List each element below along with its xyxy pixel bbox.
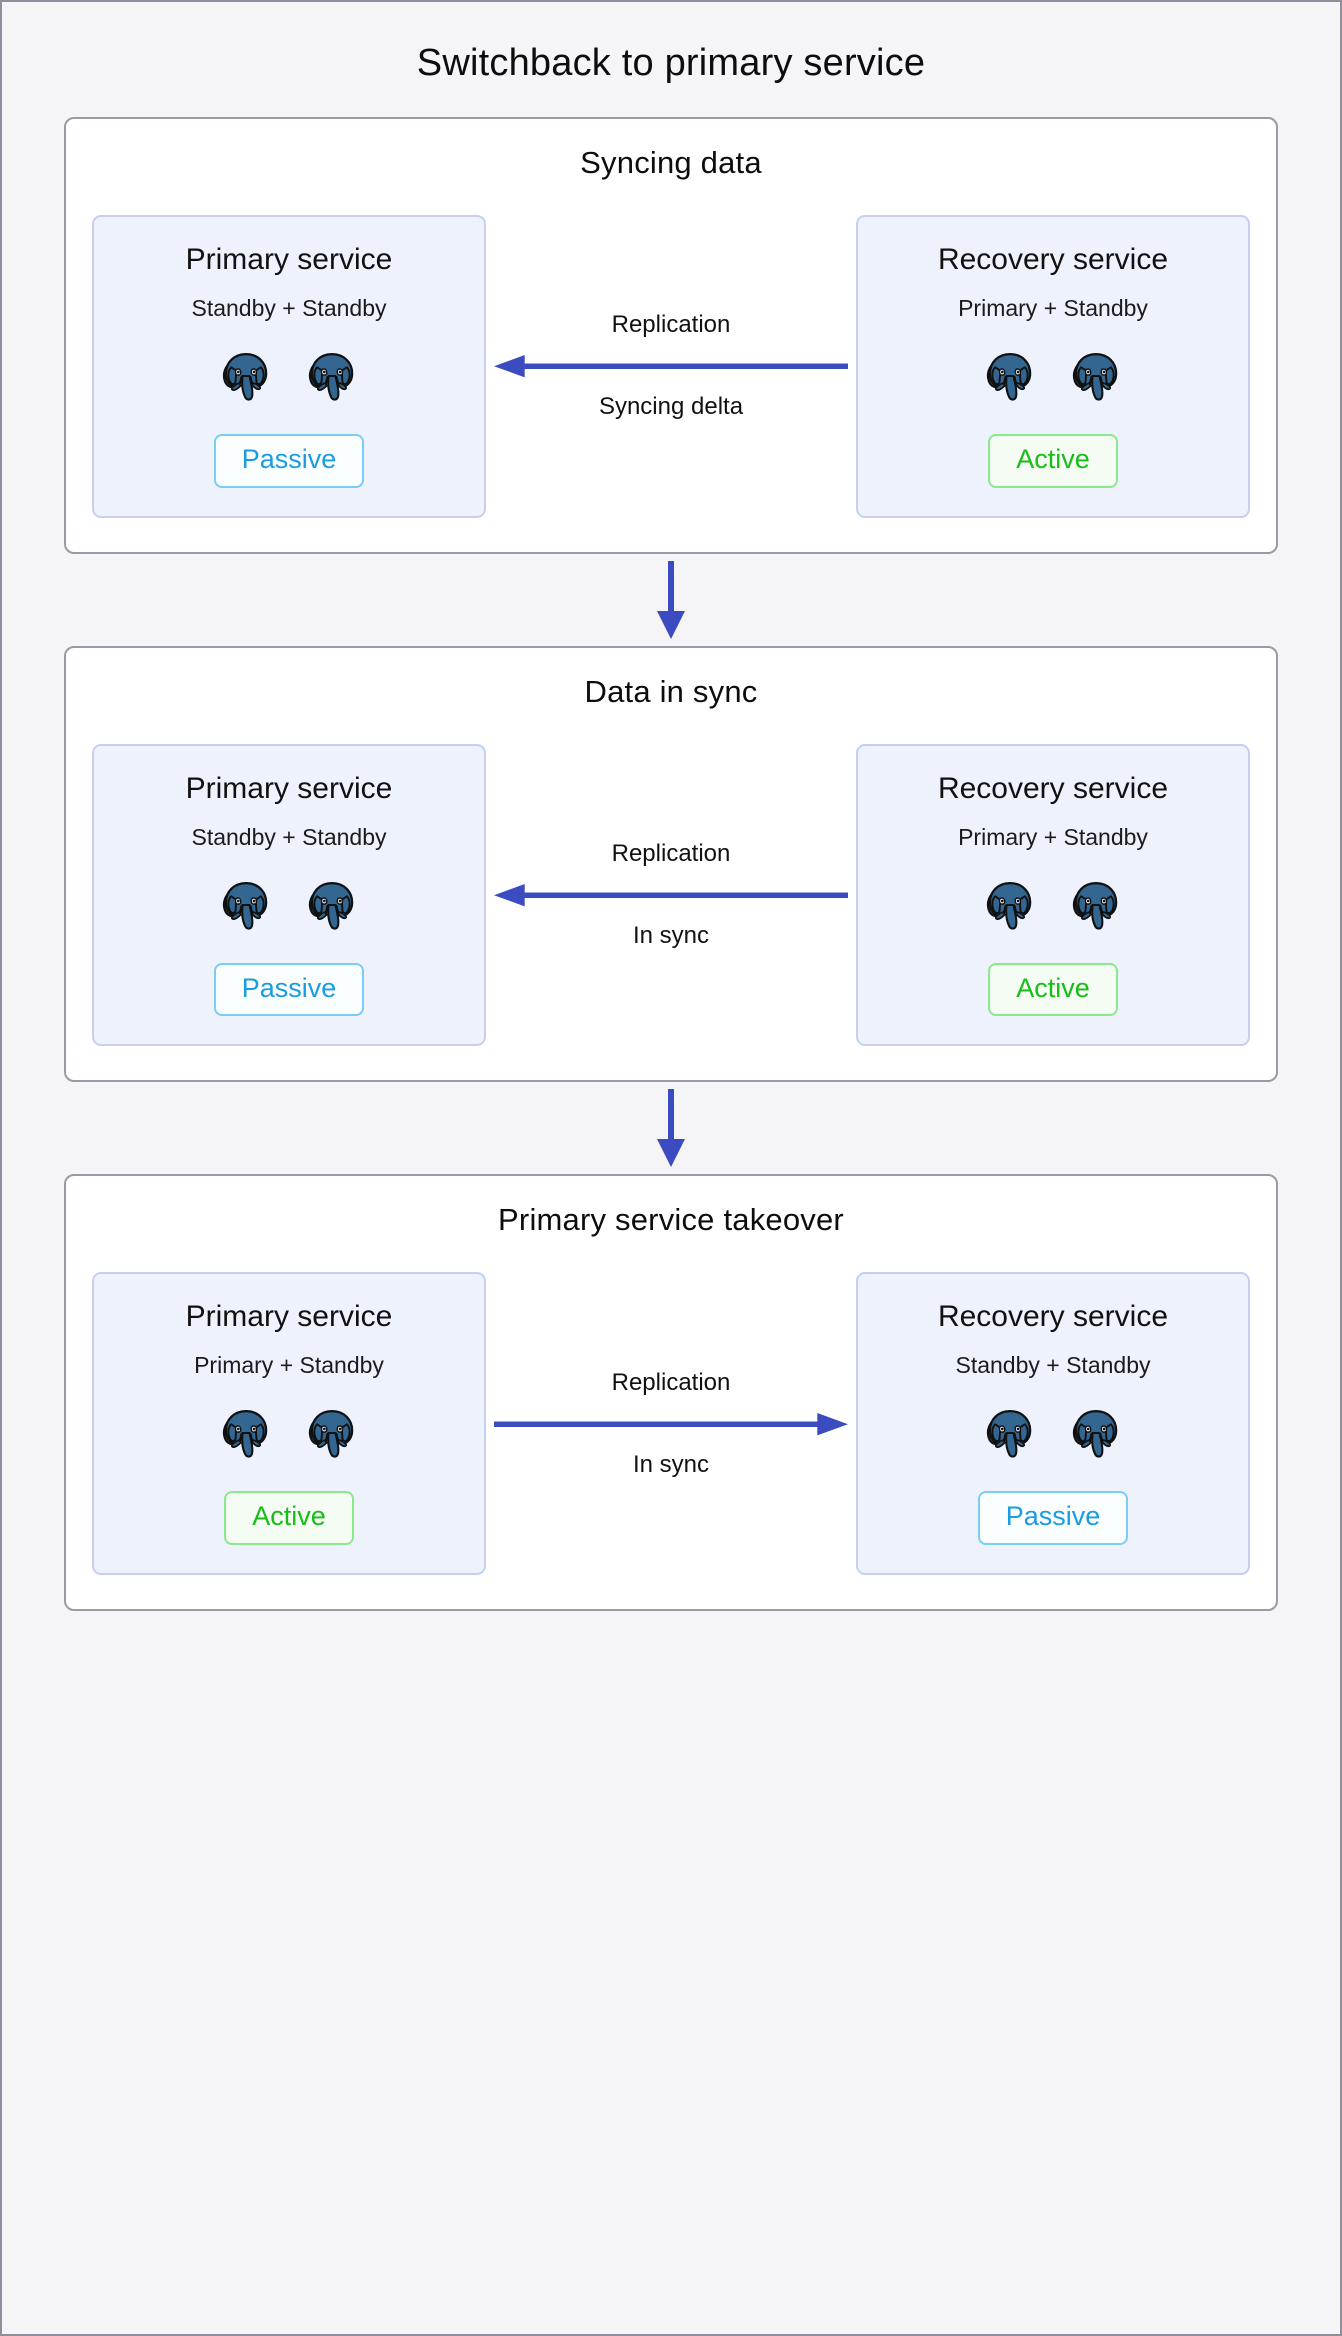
stage-title: Data in sync bbox=[584, 673, 758, 709]
service-roles: Primary + Standby bbox=[958, 823, 1148, 850]
service-roles: Standby + Standby bbox=[955, 1352, 1151, 1379]
service-roles: Standby + Standby bbox=[191, 295, 387, 321]
status-badge: Active bbox=[988, 962, 1118, 1017]
postgres-elephant-icon bbox=[986, 352, 1032, 401]
postgres-elephant-icon bbox=[986, 1410, 1032, 1458]
replication-label-top: Replication bbox=[611, 311, 731, 339]
service-name: Recovery service bbox=[937, 771, 1169, 805]
database-node-row bbox=[982, 877, 1124, 933]
service-roles: Primary + Standby bbox=[194, 1352, 384, 1379]
replication-arrow-left-icon bbox=[494, 355, 848, 378]
replication-link: Replication In sync bbox=[486, 744, 856, 1047]
postgres-elephant-icon bbox=[1072, 881, 1118, 930]
postgres-elephant-icon bbox=[1072, 1410, 1118, 1458]
postgres-elephant-icon bbox=[308, 1410, 354, 1458]
postgres-elephant-icon bbox=[308, 881, 354, 930]
status-badge: Passive bbox=[213, 962, 365, 1017]
replication-label-bottom: Syncing delta bbox=[598, 393, 744, 421]
stage-title: Syncing data bbox=[580, 145, 762, 180]
postgres-elephant-icon bbox=[986, 881, 1032, 930]
database-node-row bbox=[982, 1405, 1124, 1461]
status-badge: Passive bbox=[977, 1491, 1129, 1546]
database-node-row bbox=[218, 877, 360, 933]
service-name: Primary service bbox=[185, 1300, 393, 1334]
replication-link: Replication In sync bbox=[486, 1272, 856, 1575]
database-node-row bbox=[218, 348, 360, 404]
replication-arrow-right-icon bbox=[494, 1412, 848, 1436]
postgres-elephant-icon bbox=[222, 352, 268, 401]
database-node-row bbox=[218, 1405, 360, 1461]
database-node-row bbox=[982, 348, 1124, 404]
service-roles: Primary + Standby bbox=[958, 295, 1148, 321]
stage-connector-arrow-down-icon bbox=[657, 1089, 685, 1168]
status-badge: Passive bbox=[213, 434, 365, 488]
service-name: Recovery service bbox=[937, 1300, 1169, 1334]
postgres-elephant-icon bbox=[222, 881, 268, 930]
replication-label-top: Replication bbox=[611, 840, 731, 868]
stage-title: Primary service takeover bbox=[498, 1202, 844, 1238]
service-name: Primary service bbox=[185, 243, 393, 276]
status-badge: Active bbox=[224, 1491, 354, 1546]
replication-arrow-left-icon bbox=[494, 884, 848, 907]
service-name: Primary service bbox=[185, 771, 393, 805]
postgres-elephant-icon bbox=[222, 1410, 268, 1458]
replication-label-bottom: In sync bbox=[632, 1450, 710, 1478]
stage-connector-arrow-down-icon bbox=[657, 560, 685, 639]
status-badge: Active bbox=[988, 434, 1118, 488]
stage-connector bbox=[64, 1082, 1278, 1174]
postgres-elephant-icon bbox=[1072, 352, 1118, 401]
service-roles: Standby + Standby bbox=[191, 823, 387, 850]
replication-label-top: Replication bbox=[611, 1368, 731, 1396]
service-name: Recovery service bbox=[937, 243, 1169, 276]
replication-label-bottom: In sync bbox=[632, 922, 710, 950]
page-title: Switchback to primary service bbox=[416, 42, 926, 84]
stage-connector bbox=[64, 554, 1278, 646]
postgres-elephant-icon bbox=[308, 352, 354, 401]
